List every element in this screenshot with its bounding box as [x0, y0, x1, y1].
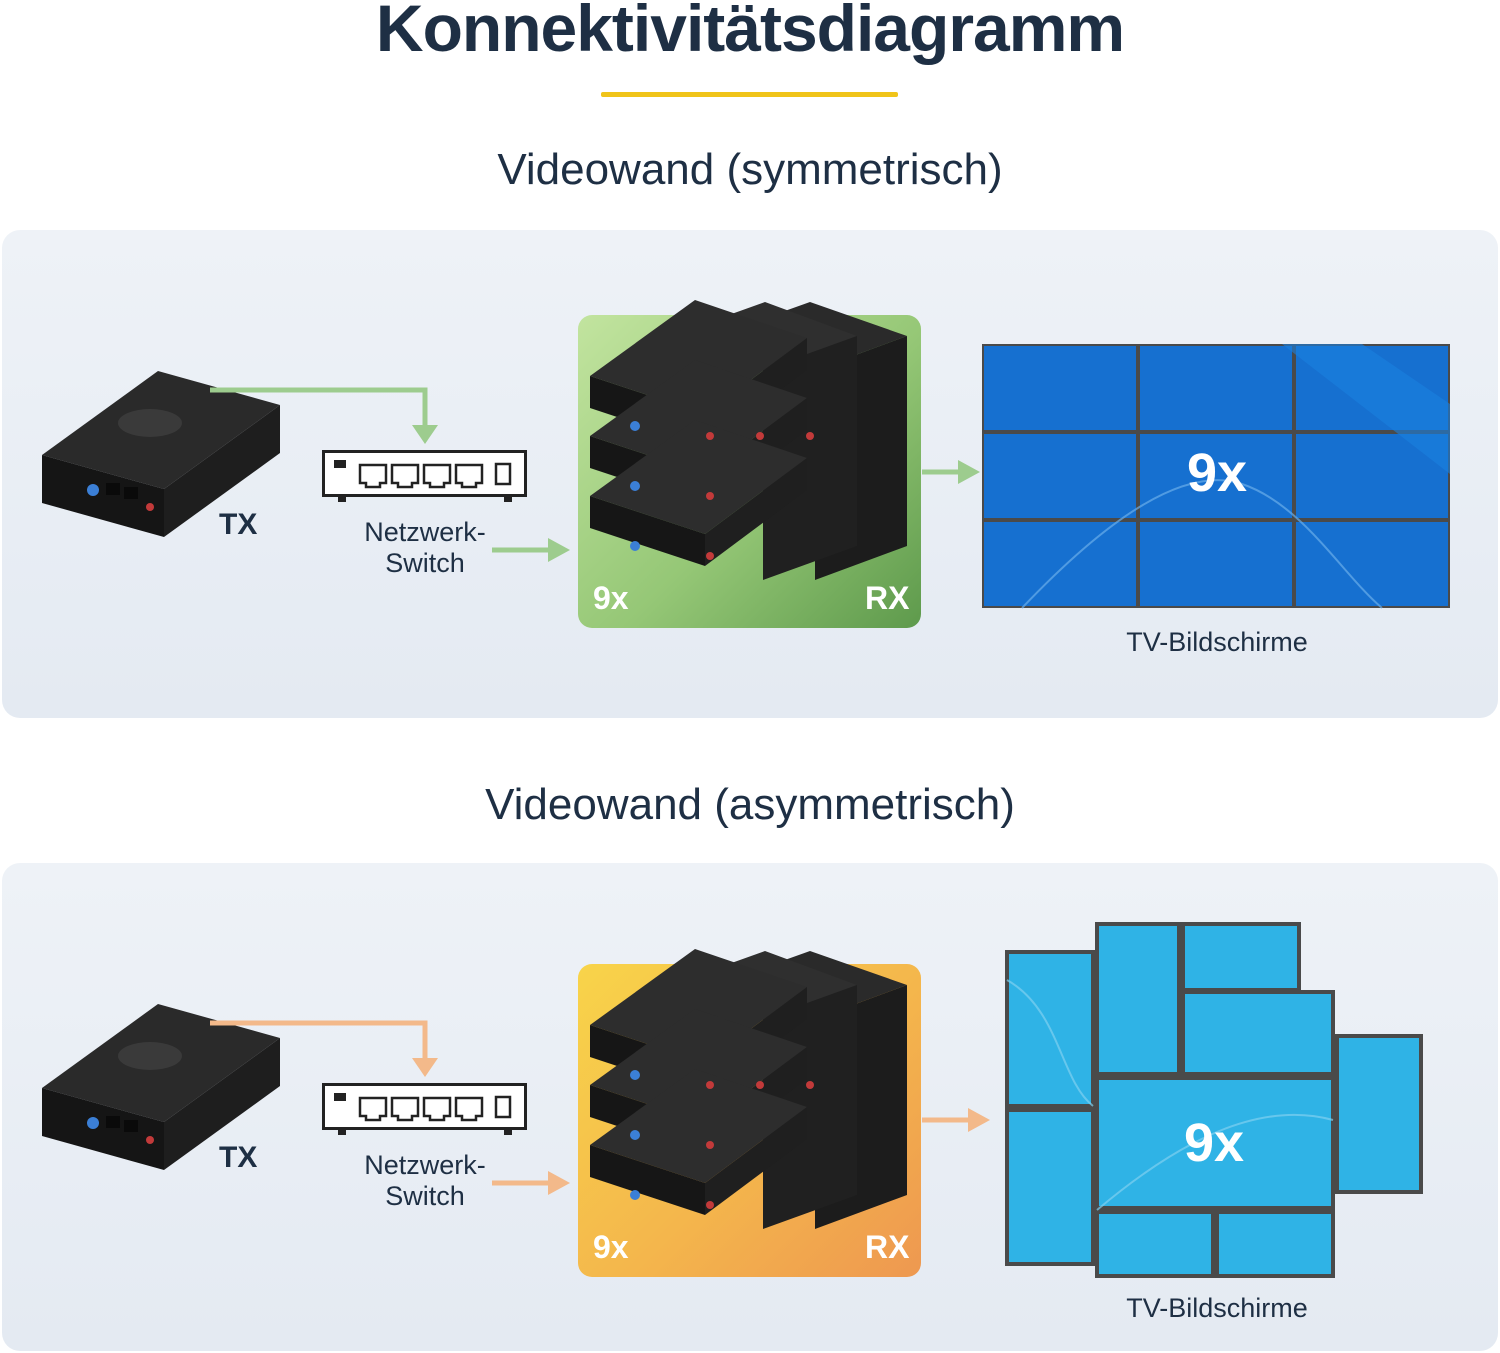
rx-label: RX	[865, 1229, 910, 1265]
switch-label-line1: Netzwerk-	[364, 1150, 486, 1180]
rx-count-label: 9x	[593, 580, 629, 616]
switch-label-line2: Switch	[385, 548, 465, 578]
wall-count-label: 9x	[1187, 443, 1248, 503]
switch-label-line1: Netzwerk-	[364, 517, 486, 547]
tv-label: TV-Bildschirme	[1126, 1293, 1308, 1323]
rx-count-label: 9x	[593, 1229, 629, 1265]
rx-label: RX	[865, 580, 910, 616]
video-wall-asymmetric	[1005, 922, 1423, 1278]
section-heading-asymmetric: Videowand (asymmetrisch)	[485, 780, 1015, 829]
tx-label: TX	[219, 508, 258, 541]
rx-device-stack-icon	[590, 949, 907, 1229]
tx-device-icon	[42, 371, 280, 537]
rx-device-stack-icon	[590, 300, 907, 580]
section-heading-symmetric: Videowand (symmetrisch)	[497, 145, 1003, 194]
tv-label: TV-Bildschirme	[1126, 627, 1308, 657]
network-switch-icon	[322, 450, 527, 502]
tx-device-icon	[42, 1004, 280, 1170]
page-title: Konnektivitätsdiagramm	[375, 0, 1125, 65]
wall-count-label: 9x	[1184, 1113, 1245, 1173]
title-underline	[601, 92, 898, 97]
switch-label-line2: Switch	[385, 1181, 465, 1211]
network-switch-icon	[322, 1083, 527, 1135]
video-wall-symmetric	[982, 344, 1450, 609]
tx-label: TX	[219, 1141, 258, 1174]
